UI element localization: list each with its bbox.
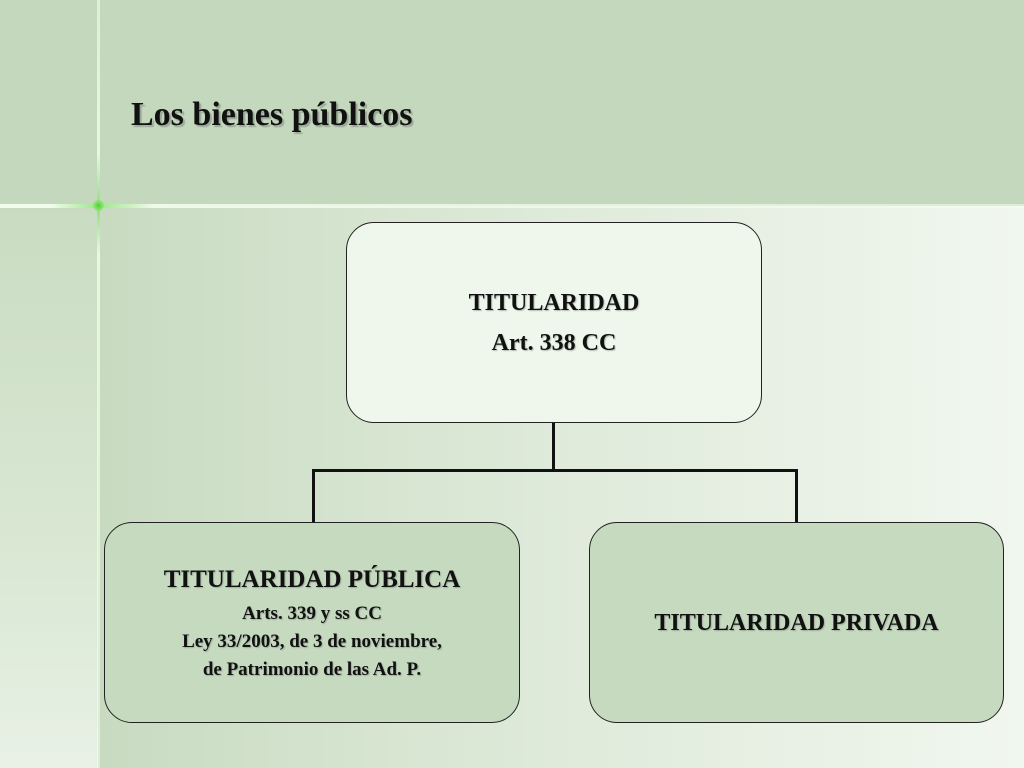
node-titularidad: TITULARIDAD Art. 338 CC (346, 222, 762, 423)
node-publica-detail-3: de Patrimonio de las Ad. P. (202, 658, 422, 680)
node-titularidad-subtitle: Art. 338 CC (491, 329, 617, 356)
decorative-horizontal-line (0, 204, 1024, 208)
decorative-crosshair-glow (93, 200, 104, 211)
connector-root-down (552, 423, 555, 471)
node-publica-detail-2: Ley 33/2003, de 3 de noviembre, (182, 630, 442, 652)
slide-left-strip (0, 206, 98, 768)
node-titularidad-privada: TITULARIDAD PRIVADA (589, 522, 1004, 723)
node-publica-title: TITULARIDAD PÚBLICA (163, 565, 461, 593)
connector-to-public (312, 469, 315, 522)
node-titularidad-publica: TITULARIDAD PÚBLICA Arts. 339 y ss CC Le… (104, 522, 520, 723)
node-publica-detail-1: Arts. 339 y ss CC (242, 602, 382, 624)
slide-header-background (0, 0, 1024, 206)
node-titularidad-title: TITULARIDAD (468, 289, 640, 316)
connector-to-private (795, 469, 798, 522)
node-privada-title: TITULARIDAD PRIVADA (654, 609, 939, 636)
decorative-vertical-line (97, 0, 100, 768)
connector-horizontal-bar (312, 469, 798, 472)
slide-title: Los bienes públicos (131, 96, 413, 133)
